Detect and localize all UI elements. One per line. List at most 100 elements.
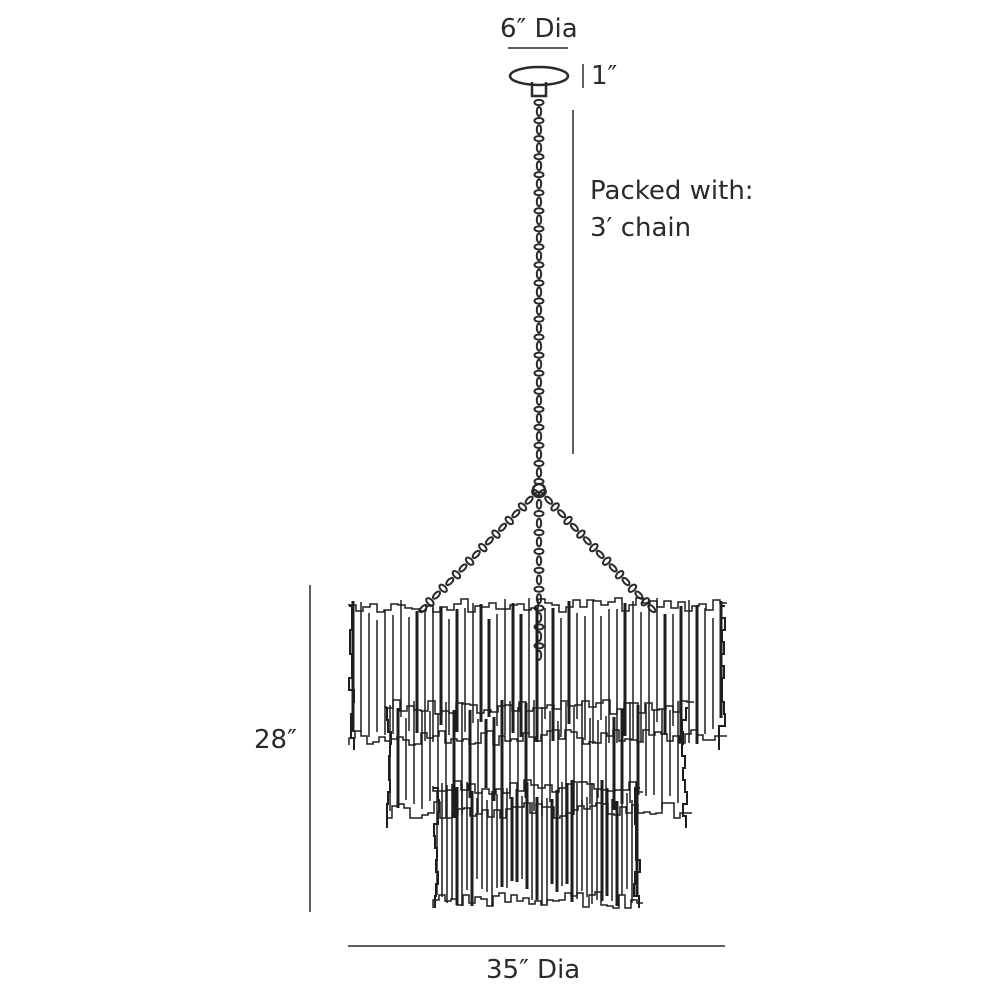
chain-link <box>535 536 543 548</box>
tier-top <box>348 597 727 750</box>
chain-link <box>535 106 543 117</box>
chain-link <box>533 261 545 269</box>
chain-link <box>533 459 545 467</box>
chain-link <box>535 430 543 442</box>
canopy-stem <box>530 82 548 98</box>
chain-link <box>533 225 545 233</box>
chain-link <box>535 498 543 510</box>
chain-link <box>535 214 543 226</box>
chain-link <box>504 515 514 526</box>
chain-link <box>595 549 605 559</box>
chain-link <box>576 529 586 539</box>
chain-ring <box>531 482 547 498</box>
canopy-plate <box>508 65 570 87</box>
chain-link <box>601 556 612 566</box>
chain-link <box>533 547 545 556</box>
height-label: 28″ <box>254 725 297 755</box>
chain-link <box>621 576 631 587</box>
tier-left-edge <box>348 605 355 750</box>
chain-link <box>535 322 543 334</box>
chain-link <box>535 340 543 352</box>
chain-link <box>608 563 618 573</box>
tier-bottom-edge <box>348 729 727 746</box>
chain-link <box>533 423 545 431</box>
chain-link <box>533 623 545 631</box>
note-line-2: 3′ chain <box>590 213 692 243</box>
tier-top-edge <box>432 779 643 795</box>
chain-link <box>425 597 435 607</box>
chain-link <box>431 590 442 600</box>
chain-link <box>535 574 543 586</box>
tier-bottom <box>432 779 643 909</box>
chain-link <box>533 566 545 574</box>
left-arm-chain <box>418 488 541 614</box>
chain-link <box>535 196 543 208</box>
chain-link <box>533 509 545 518</box>
chain-link <box>535 517 543 529</box>
chain-link <box>535 555 543 567</box>
chain-link <box>484 536 494 546</box>
tier-right-edge <box>681 707 688 828</box>
chain-link <box>535 286 543 298</box>
tier-top-edge <box>348 597 727 613</box>
width-label: 35″ Dia <box>486 955 581 985</box>
chain-link <box>458 563 468 573</box>
chain-link <box>550 502 560 512</box>
tier-middle <box>385 699 694 828</box>
chain-link <box>589 542 599 553</box>
tier-top-edge <box>385 699 694 715</box>
chain-link <box>533 441 545 449</box>
chain-link <box>533 207 545 215</box>
chain-link <box>533 528 545 537</box>
chain-link <box>569 522 579 532</box>
tier-left-edge <box>386 707 392 828</box>
chain-link <box>491 529 501 539</box>
tier-bottom-edge <box>386 801 692 819</box>
chain-link <box>511 509 521 519</box>
chain-link <box>557 509 567 519</box>
chandelier-body <box>348 597 727 909</box>
chain-link <box>498 522 508 532</box>
chain-link <box>533 351 545 359</box>
chain-link <box>535 412 543 424</box>
chain-link <box>535 268 543 280</box>
main-chain <box>533 98 545 486</box>
chain-link <box>535 178 543 190</box>
chain-link <box>533 135 545 143</box>
chain-link <box>533 243 545 251</box>
chain-link <box>533 117 545 125</box>
chain-link <box>524 495 534 505</box>
chain-link <box>478 542 488 553</box>
chain-link <box>535 467 543 478</box>
canopy-height-label: 1″ <box>591 61 618 91</box>
chain-link <box>535 394 543 406</box>
chain-link <box>533 153 545 161</box>
tier-bottom-edge <box>432 891 643 909</box>
chain-link <box>535 142 543 154</box>
chain-link <box>517 502 528 512</box>
chain-link <box>533 642 545 650</box>
chain-link <box>535 250 543 262</box>
chain-link <box>445 576 455 587</box>
chain-link <box>438 583 448 593</box>
tier-right-edge <box>718 605 726 750</box>
chain-link <box>627 583 638 593</box>
chains <box>418 98 657 661</box>
right-arm-chain <box>537 488 657 614</box>
chain-link <box>533 279 545 287</box>
note-line-1: Packed with: <box>590 176 754 206</box>
chain-link <box>563 515 573 526</box>
canopy-diameter-label: 6″ Dia <box>500 14 578 44</box>
chain-link <box>533 315 545 323</box>
chain-link <box>535 448 543 460</box>
chain-link <box>533 333 545 341</box>
chain-link <box>533 189 545 197</box>
chain-link <box>582 536 592 546</box>
dimension-lines <box>309 47 725 947</box>
chain-link <box>535 232 543 244</box>
chain-link <box>533 387 545 395</box>
chain-link <box>464 556 475 566</box>
chain-link <box>451 570 462 580</box>
chain-link <box>535 124 543 136</box>
